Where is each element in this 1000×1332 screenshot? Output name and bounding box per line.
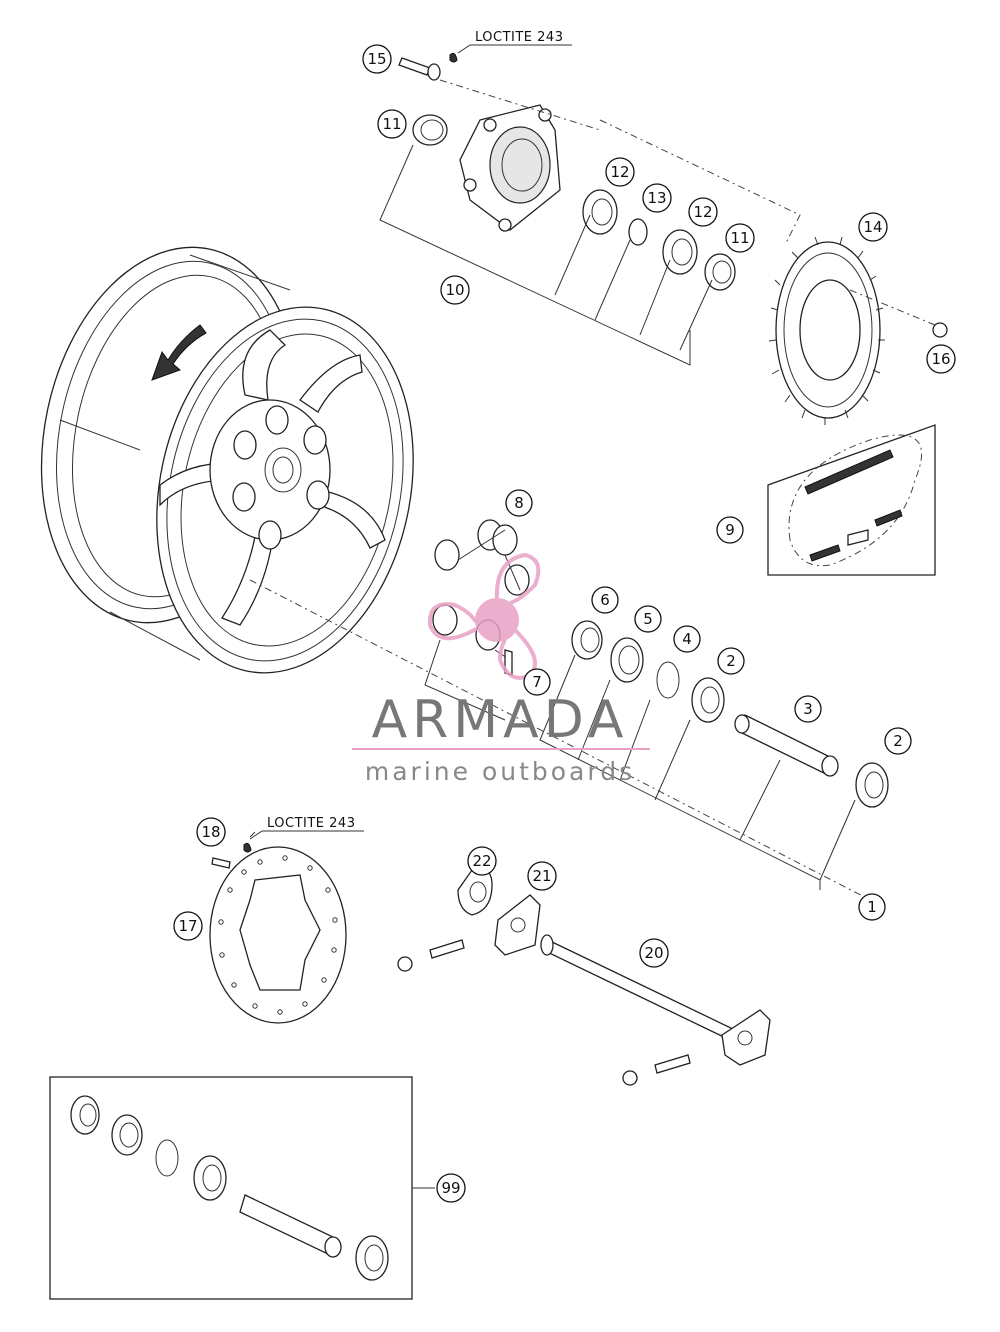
callout-3: 3	[794, 695, 822, 723]
callout-label: 20	[644, 944, 663, 962]
callout-4: 4	[673, 625, 701, 653]
damper-bushings	[432, 519, 530, 676]
callout-15: 15	[362, 44, 392, 74]
callout-label: 2	[726, 652, 736, 670]
callout-label: 2	[893, 732, 903, 750]
watermark-subtitle: marine outboards	[365, 757, 635, 786]
loctite-label-bottom: LOCTITE 243	[249, 816, 364, 840]
callout-8: 8	[505, 489, 533, 517]
callout-label: 17	[178, 917, 197, 935]
callout-label: 5	[643, 610, 653, 628]
callout-12: 12	[605, 157, 635, 187]
callout-11: 11	[377, 109, 407, 139]
callout-99: 99	[436, 1173, 466, 1203]
callout-12: 12	[688, 197, 718, 227]
callout-label: 21	[532, 867, 551, 885]
callout-2: 2	[884, 727, 912, 755]
callout-5: 5	[634, 605, 662, 633]
chain-box	[767, 424, 936, 576]
callout-17: 17	[173, 911, 203, 941]
watermark: ARMADA marine outboards	[352, 552, 650, 786]
callout-label: 99	[441, 1179, 460, 1197]
callout-label: 12	[693, 203, 712, 221]
callout-20: 20	[639, 938, 669, 968]
callout-16: 16	[926, 344, 956, 374]
callout-label: 3	[803, 700, 813, 718]
axle-and-adjusters	[397, 868, 771, 1086]
disc-holes	[218, 855, 338, 1015]
callout-label: 11	[382, 115, 401, 133]
svg-text:LOCTITE 243: LOCTITE 243	[267, 816, 355, 831]
callout-label: 7	[532, 673, 542, 691]
callout-label: 12	[610, 163, 629, 181]
callout-7: 7	[523, 668, 551, 696]
callout-14: 14	[858, 212, 888, 242]
loctite-label-top: LOCTITE 243	[457, 30, 572, 54]
rear-wheel	[40, 246, 414, 674]
svg-text:LOCTITE 243: LOCTITE 243	[475, 30, 563, 45]
callout-label: 22	[472, 852, 491, 870]
callout-label: 15	[367, 50, 386, 68]
sprocket-carrier-group	[379, 52, 948, 425]
callout-2: 2	[717, 647, 745, 675]
callout-21: 21	[527, 861, 557, 891]
callout-label: 6	[600, 591, 610, 609]
callout-18: 18	[196, 817, 226, 847]
callout-11: 11	[725, 223, 755, 253]
callout-9: 9	[716, 516, 744, 544]
callout-label: 18	[201, 823, 220, 841]
brake-disc	[209, 831, 347, 1024]
callout-22: 22	[467, 846, 497, 876]
callout-label: 8	[514, 494, 524, 512]
callout-label: 4	[682, 630, 692, 648]
callout-label: 1	[867, 898, 877, 916]
watermark-title: ARMADA	[372, 690, 629, 750]
rotation-arrow-icon	[151, 324, 207, 381]
repair-kit-box	[49, 1076, 435, 1300]
callout-label: 14	[863, 218, 882, 236]
callout-13: 13	[642, 183, 672, 213]
callout-6: 6	[591, 586, 619, 614]
callout-label: 16	[931, 350, 950, 368]
callout-label: 13	[647, 189, 666, 207]
watermark-propeller-icon	[427, 552, 541, 680]
callout-1: 1	[858, 893, 886, 921]
axle-parts	[424, 620, 889, 890]
callout-label: 10	[445, 281, 464, 299]
callout-10: 10	[440, 275, 470, 305]
callout-label: 11	[730, 229, 749, 247]
callout-label: 9	[725, 521, 735, 539]
